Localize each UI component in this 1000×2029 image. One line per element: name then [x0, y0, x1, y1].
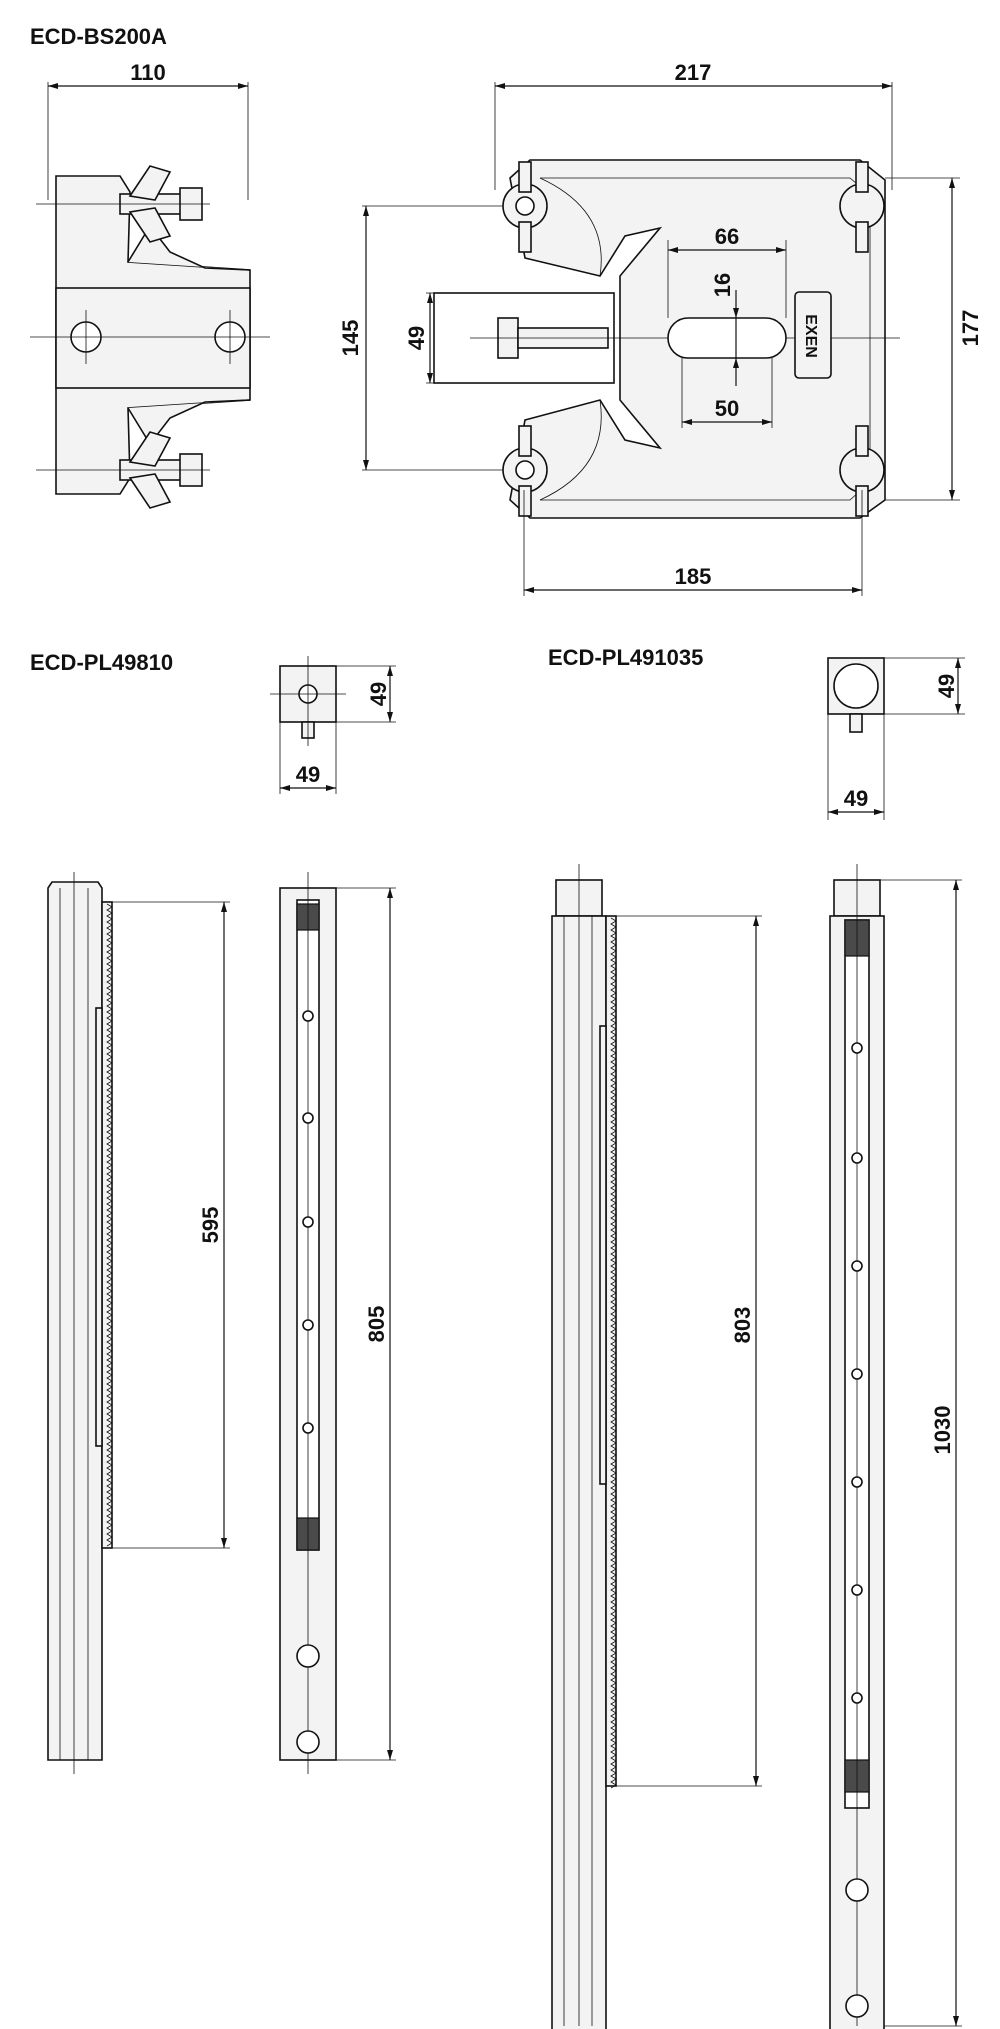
pl49810-section-view: 49 49 — [270, 656, 396, 794]
dim-803: 803 — [730, 1307, 755, 1344]
dim-16: 16 — [710, 273, 735, 297]
title-ecd-pl491035: ECD-PL491035 — [548, 645, 703, 670]
dim-49-tube: 49 — [404, 326, 429, 350]
dim-805: 805 — [364, 1306, 389, 1343]
dim-177: 177 — [958, 310, 983, 347]
dim-145: 145 — [338, 320, 363, 357]
dim-217: 217 — [675, 60, 712, 85]
pl491035-side-view: 1030 — [829, 864, 962, 2029]
pl49810-side-view: 805 — [279, 872, 396, 1774]
dim-49-pl2-height: 49 — [934, 674, 959, 698]
exen-logo-text: EXEN — [802, 314, 819, 358]
dim-66: 66 — [715, 224, 739, 249]
title-ecd-bs200a: ECD-BS200A — [30, 24, 167, 49]
bs200a-top-view: 217 145 49 EXEN — [338, 60, 983, 596]
title-ecd-pl49810: ECD-PL49810 — [30, 650, 173, 675]
pl491035-front-view: 803 — [551, 864, 762, 2029]
dim-50: 50 — [715, 396, 739, 421]
rack-teeth-pl491035 — [610, 917, 617, 1789]
dim-49-pl1-height: 49 — [366, 682, 391, 706]
dim-1030: 1030 — [930, 1406, 955, 1455]
dim-49-pl1-width: 49 — [296, 762, 320, 787]
corner-nut-bl — [502, 425, 548, 517]
dim-110: 110 — [130, 60, 166, 85]
rack-teeth-pl49810 — [106, 903, 113, 1547]
dim-185: 185 — [675, 564, 712, 589]
dim-595: 595 — [198, 1207, 223, 1244]
pl491035-section-view: 49 49 — [827, 657, 965, 820]
pl49810-front-view: 595 — [47, 872, 230, 1774]
bs200a-side-view: 110 — [30, 60, 270, 509]
corner-nut-tl — [502, 161, 548, 253]
dim-49-pl2-width: 49 — [844, 786, 868, 811]
corner-nut-tr — [839, 161, 885, 253]
corner-nut-br — [839, 425, 885, 517]
